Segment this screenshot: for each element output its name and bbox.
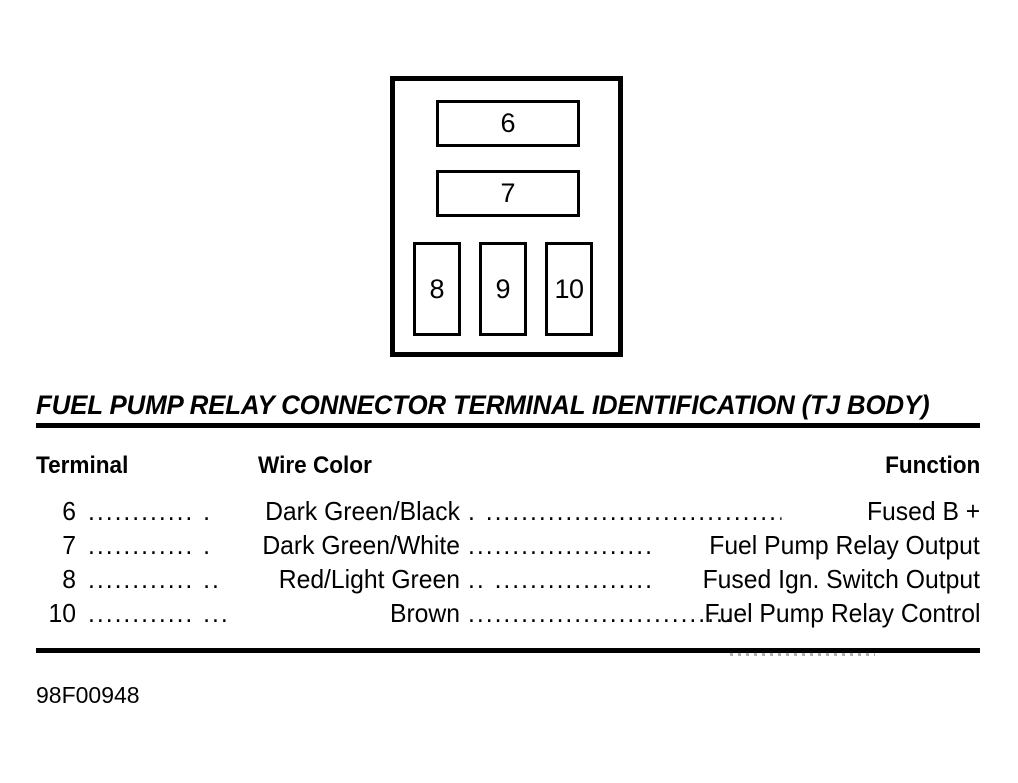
cell-function: Fuel Pump Relay Control [704, 598, 980, 628]
cell-function: Fused B + [866, 496, 980, 526]
dot-leader: ............ . [88, 496, 213, 526]
cell-wire-color: Red/Light Green [278, 564, 460, 594]
pin-label: 6 [500, 108, 516, 138]
dot-leader: ..................... [468, 530, 655, 560]
connector-pin-8: 8 [413, 242, 461, 336]
connector-pin-6: 6 [436, 100, 580, 147]
pin-label: 9 [495, 273, 511, 304]
cell-terminal: 7 [62, 530, 76, 560]
column-header-wire-color: Wire Color [258, 452, 372, 479]
pin-label: 8 [429, 273, 445, 304]
connector-diagram: 6 7 8 9 10 [390, 76, 623, 357]
pin-label: 7 [500, 178, 516, 208]
connector-pin-10: 10 [545, 242, 593, 336]
cell-function: Fused Ign. Switch Output [702, 564, 980, 594]
dot-leader: ............ .......... [88, 598, 231, 628]
cell-function: Fuel Pump Relay Output [709, 530, 980, 560]
connector-pin-9: 9 [479, 242, 527, 336]
figure-title: FUEL PUMP RELAY CONNECTOR TERMINAL IDENT… [36, 390, 930, 420]
cell-wire-color: Brown [389, 598, 460, 628]
table-header-row: Terminal Wire Color Function [36, 452, 980, 480]
table-row: 8 ............ .. Red/Light Green .. ...… [36, 564, 980, 598]
connector-pin-7: 7 [436, 170, 580, 217]
cell-wire-color: Dark Green/White [262, 530, 460, 560]
pin-label: 10 [554, 273, 584, 304]
table-row: 10 ............ .......... Brown .......… [36, 598, 980, 632]
table-row: 6 ............ . Dark Green/Black . ....… [36, 496, 980, 530]
cell-terminal: 8 [62, 564, 76, 594]
dot-leader: ............ . [88, 530, 213, 560]
cell-terminal: 10 [48, 598, 76, 628]
table-bottom-rule [36, 648, 980, 653]
dot-leader: . ......................................… [468, 496, 782, 526]
figure-id: 98F00948 [36, 682, 140, 708]
cell-terminal: 6 [62, 496, 76, 526]
cell-wire-color: Dark Green/Black [265, 496, 460, 526]
table-row: 7 ............ . Dark Green/White ......… [36, 530, 980, 564]
dot-leader: .............................. [468, 598, 734, 628]
column-header-terminal: Terminal [36, 452, 129, 479]
dot-leader: .. .................. [468, 564, 655, 594]
dot-leader: ............ .. [88, 564, 221, 594]
scan-artifact [730, 653, 875, 656]
title-underline-rule [36, 423, 980, 428]
column-header-function: Function [884, 452, 980, 479]
terminal-identification-table: 6 ............ . Dark Green/Black . ....… [36, 496, 980, 632]
